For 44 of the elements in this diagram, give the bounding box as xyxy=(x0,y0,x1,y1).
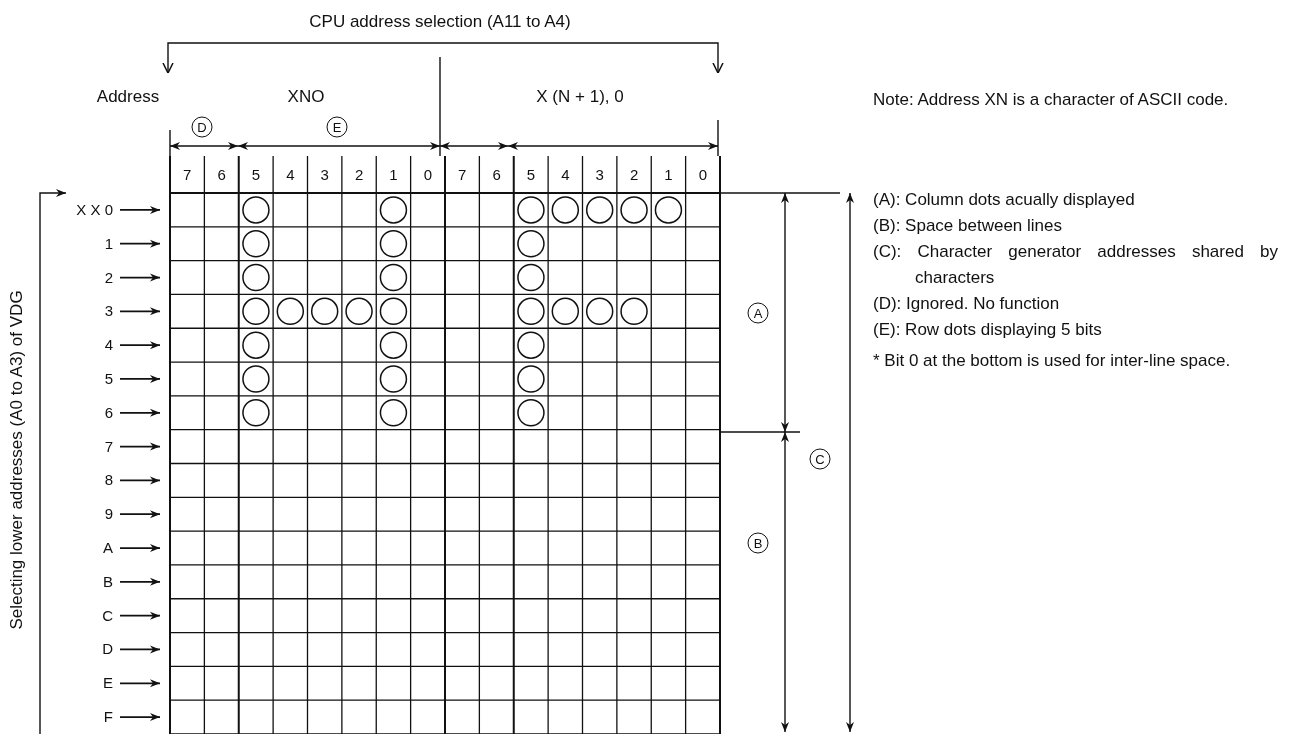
bit-number: 4 xyxy=(286,166,295,184)
bracket-label: CPU address selection (A11 to A4) xyxy=(309,11,571,33)
row-address: 5 xyxy=(104,369,113,388)
row-address: A xyxy=(103,539,113,558)
row-address: 2 xyxy=(104,268,113,287)
row-address: 6 xyxy=(104,403,113,422)
axis-label: Selecting lower addresses (A0 to A3) of VDG xyxy=(6,290,27,630)
note: Note: Address XN is a character of ASCII code. xyxy=(873,89,1230,111)
bit-number: 6 xyxy=(217,166,226,184)
bit-number: 2 xyxy=(354,166,364,184)
row-address: 7 xyxy=(104,437,113,456)
row-address: E xyxy=(103,674,113,693)
bit-number: 3 xyxy=(320,166,329,184)
bit-number: 3 xyxy=(595,166,604,184)
bit-number: 7 xyxy=(458,166,467,184)
column-heading: X (N + 1), 0 xyxy=(536,86,624,108)
row-address: F xyxy=(103,708,113,727)
row-address: 3 xyxy=(104,302,113,321)
bit-number: 5 xyxy=(526,166,536,184)
row-address: 8 xyxy=(104,471,113,490)
note: (A): Column dots acually displayed xyxy=(873,189,1136,211)
note: (B): Space between lines xyxy=(873,215,1063,237)
bit-number: 1 xyxy=(389,166,398,184)
column-heading: XNO xyxy=(287,86,325,108)
column-heading: Address xyxy=(96,86,160,108)
note: (E): Row dots displaying 5 bits xyxy=(873,319,1103,341)
note: (D): Ignored. No function xyxy=(873,293,1061,315)
bit-number: 2 xyxy=(629,166,639,184)
row-address: 4 xyxy=(104,336,113,355)
row-address: 9 xyxy=(104,505,113,524)
bit-number: 7 xyxy=(183,166,192,184)
bit-number: 4 xyxy=(561,166,570,184)
bit-number: 6 xyxy=(492,166,501,184)
note: * Bit 0 at the bottom is used for inter-line space. xyxy=(873,350,1232,372)
row-address: C xyxy=(102,606,113,625)
row-address: B xyxy=(103,572,113,591)
bit-number: 0 xyxy=(698,166,707,184)
row-address: 1 xyxy=(104,234,113,253)
bit-number: 0 xyxy=(423,166,432,184)
row-address: D xyxy=(102,640,113,659)
note: (C): Character generator addresses shared by characters xyxy=(873,241,1278,289)
bit-number: 5 xyxy=(251,166,261,184)
row-address: X X 0 xyxy=(76,200,113,219)
bit-number: 1 xyxy=(664,166,673,184)
